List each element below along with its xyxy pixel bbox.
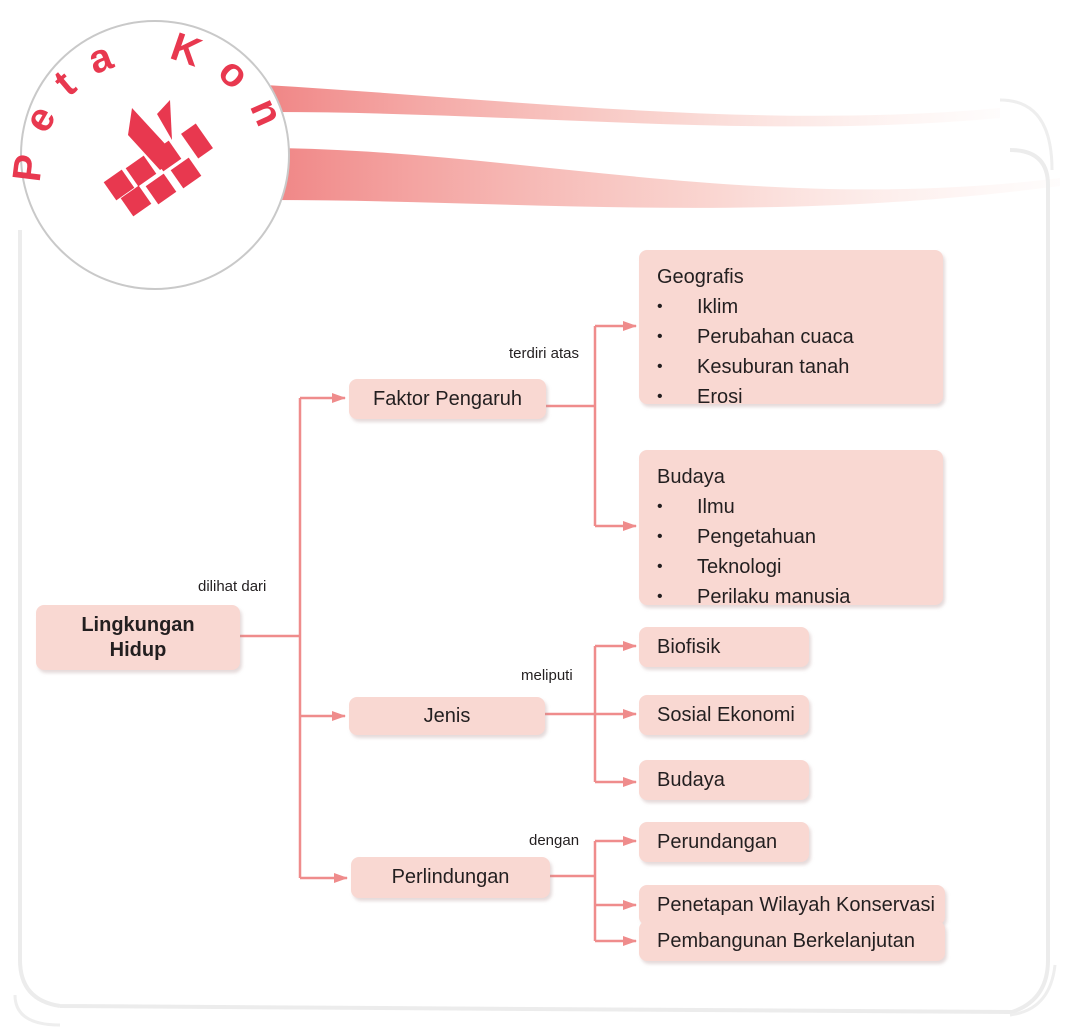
connector-label-perlindungan: dengan bbox=[529, 832, 580, 849]
connector-label-root: dilihat dari bbox=[198, 578, 267, 595]
stacked-blocks-icon bbox=[103, 100, 213, 217]
leaf-budaya: Budaya bbox=[639, 760, 809, 800]
leaf-biofisik: Biofisik bbox=[639, 627, 809, 667]
branch-perlindungan: Perlindungan bbox=[351, 857, 550, 898]
list-item: Pengetahuan bbox=[657, 522, 943, 552]
leaf-perundangan: Perundangan bbox=[639, 822, 809, 862]
list-item: Erosi bbox=[657, 382, 943, 412]
frame-outline bbox=[18, 148, 1050, 1015]
connector-label-jenis: meliputi bbox=[521, 667, 573, 684]
branch-jenis: Jenis bbox=[349, 697, 545, 735]
list-item: Iklim bbox=[657, 292, 943, 322]
root-node: Lingkungan Hidup bbox=[36, 605, 240, 670]
ribbon-bottom bbox=[270, 148, 1060, 208]
peta-konsep-logo: Peta Konsep bbox=[0, 0, 290, 290]
group-title: Geografis bbox=[657, 266, 744, 288]
list-item: Teknologi bbox=[657, 552, 943, 582]
group-budaya: Budaya Ilmu Pengetahuan Teknologi Perila… bbox=[639, 450, 943, 612]
leaf-pembangunan-berkelanjutan: Pembangunan Berkelanjutan bbox=[639, 921, 945, 961]
leaf-sosial-ekonomi: Sosial Ekonomi bbox=[639, 695, 809, 735]
ribbon-top bbox=[265, 85, 1000, 127]
root-label-line1: Lingkungan bbox=[81, 613, 195, 636]
list-item: Perilaku manusia bbox=[657, 582, 943, 612]
group-title: Budaya bbox=[657, 466, 725, 488]
connector-label-faktor: terdiri atas bbox=[509, 345, 580, 362]
list-item: Ilmu bbox=[657, 492, 943, 522]
list-item: Kesuburan tanah bbox=[657, 352, 943, 382]
list-item: Perubahan cuaca bbox=[657, 322, 943, 352]
leaf-wilayah-konservasi: Penetapan Wilayah Konservasi bbox=[639, 885, 945, 925]
root-label-line2: Hidup bbox=[109, 638, 167, 661]
branch-faktor: Faktor Pengaruh bbox=[349, 379, 546, 419]
group-geografis: Geografis Iklim Perubahan cuaca Kesubura… bbox=[639, 250, 943, 412]
